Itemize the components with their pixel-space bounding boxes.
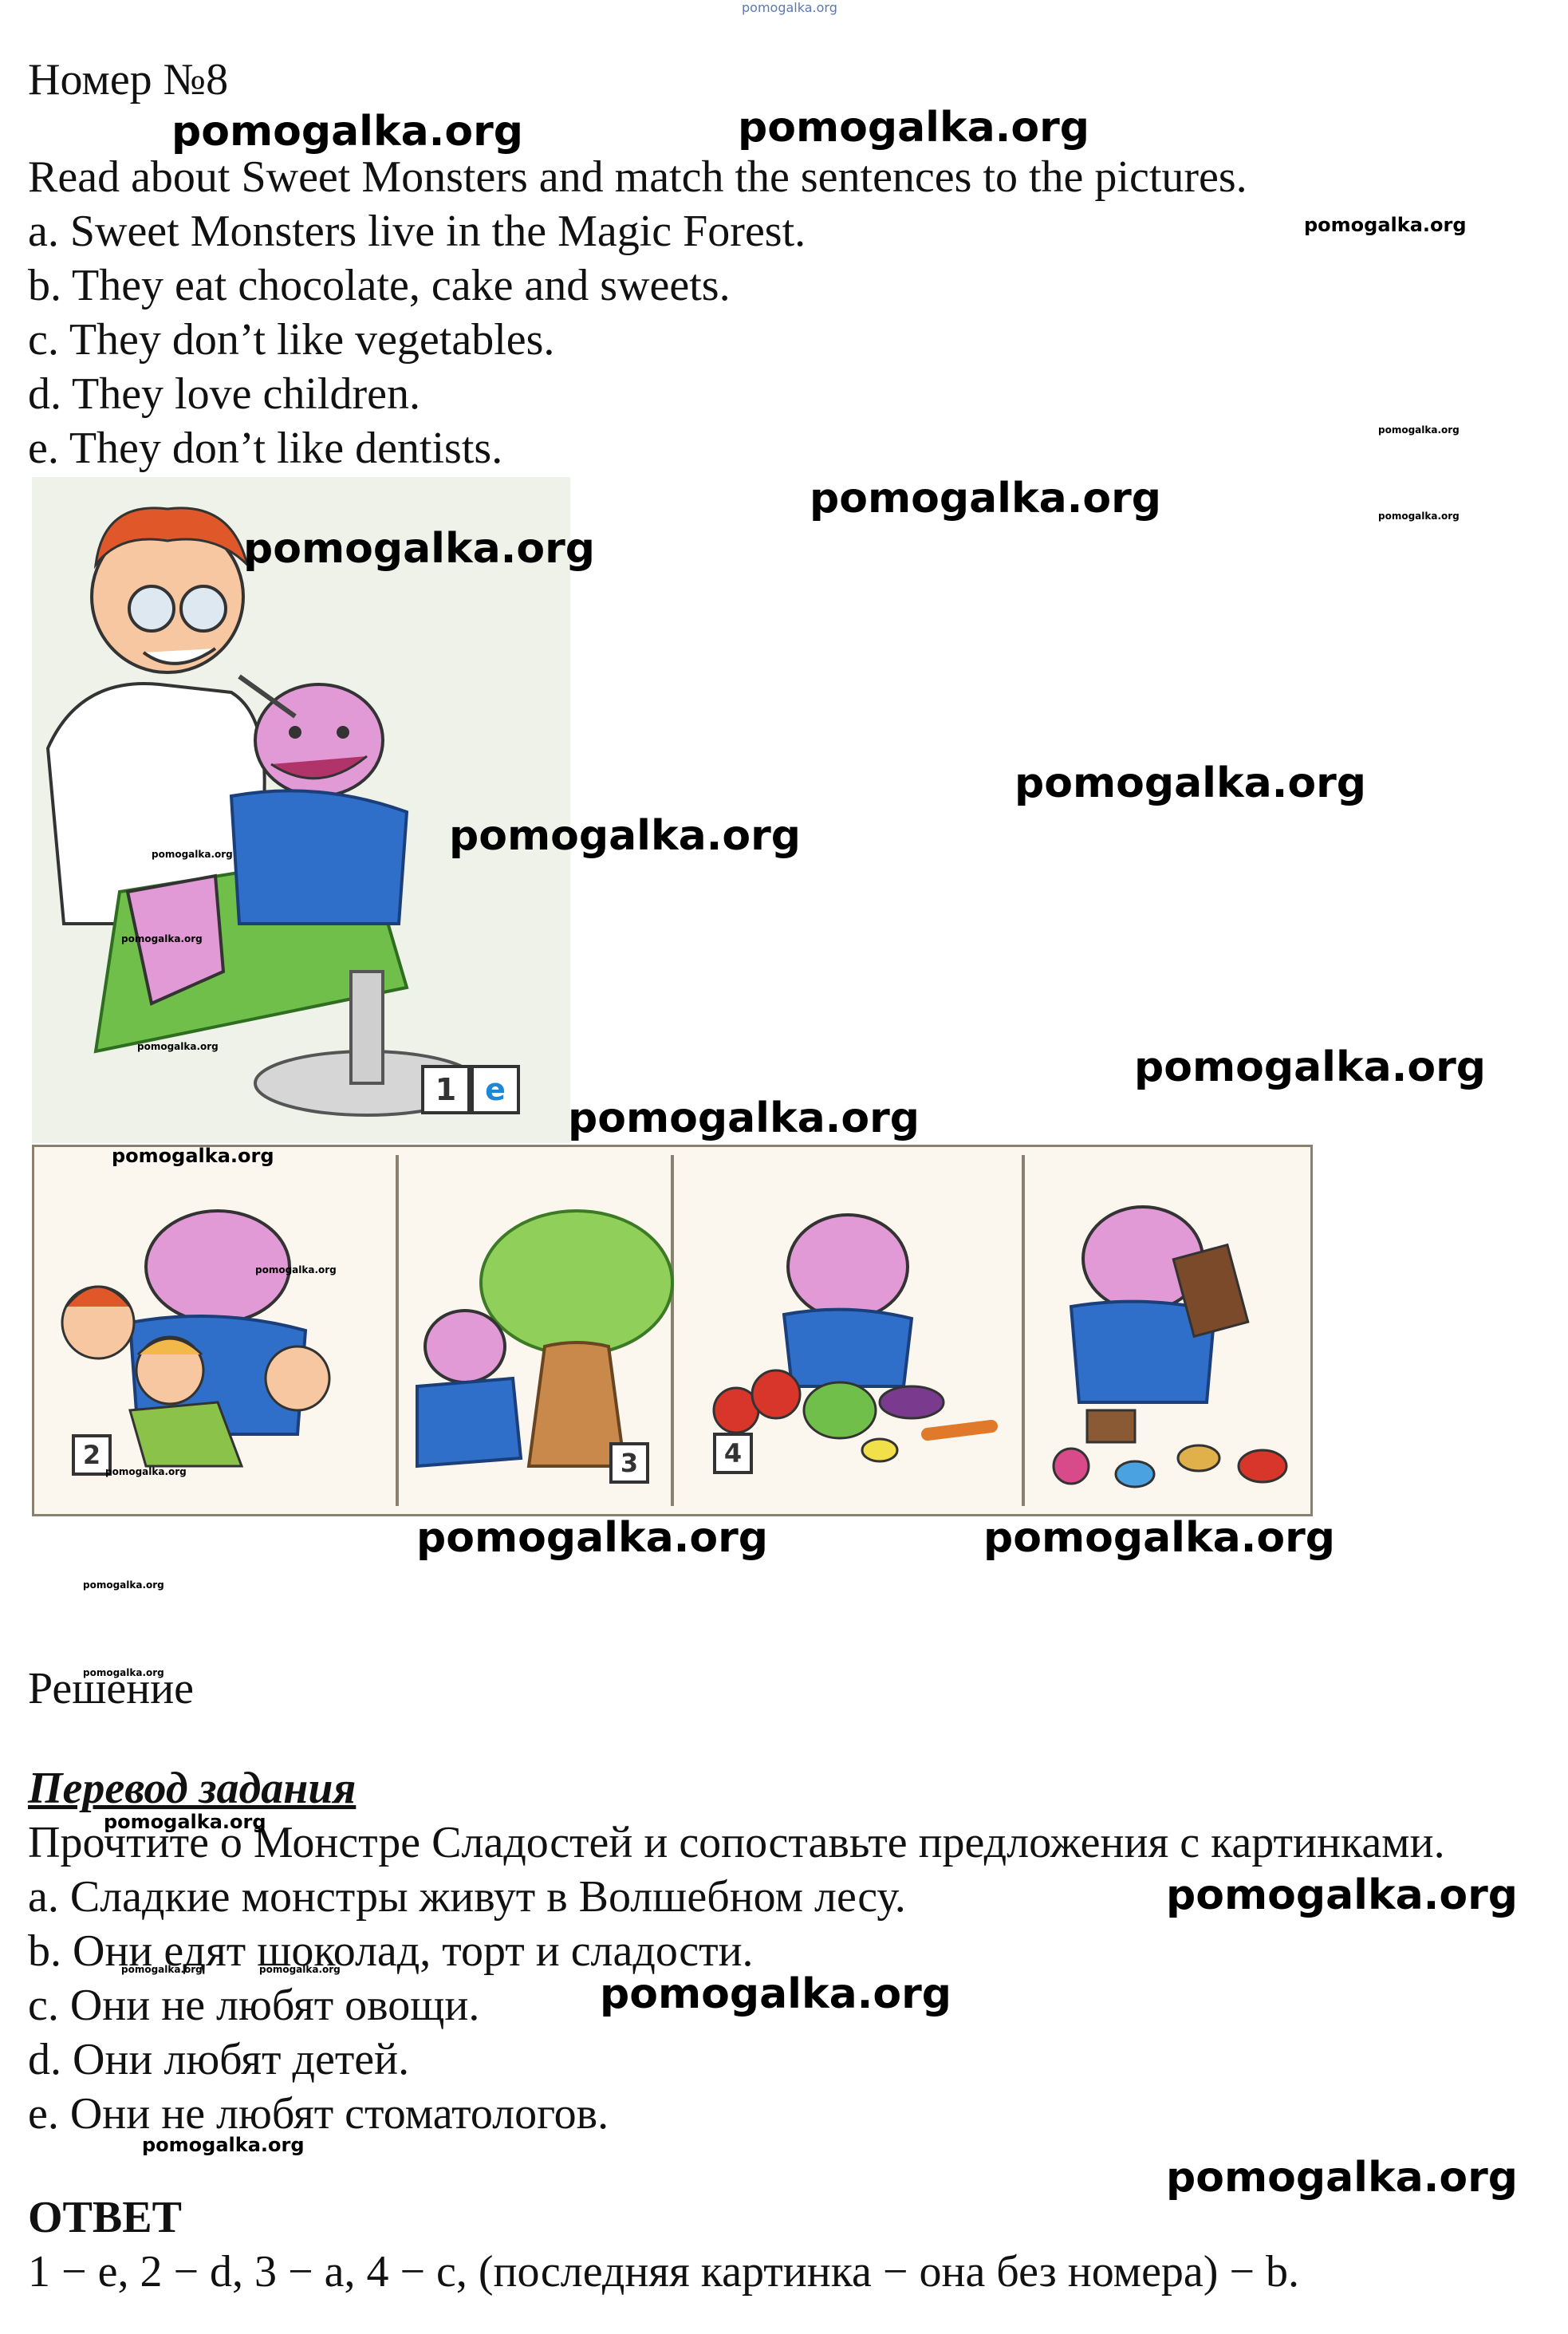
picture-dentist [32, 477, 570, 1143]
task-instruction: Read about Sweet Monsters and match the … [28, 152, 1247, 202]
translation-c: c. Они не любят овощи. [28, 1981, 480, 2030]
watermark: pomogalka.org [600, 1970, 952, 2018]
picture-1-number: 1 [421, 1065, 471, 1114]
answer-heading: ОТВЕТ [28, 2193, 182, 2242]
watermark: pomogalka.org [259, 1964, 341, 1975]
watermark: pomogalka.org [983, 1514, 1336, 1562]
watermark: pomogalka.org [1166, 1871, 1519, 1919]
picture-3-number: 3 [609, 1442, 649, 1484]
watermark: pomogalka.org [1166, 2154, 1519, 2202]
translation-instruction: Прочтите о Монстре Сладостей и сопоставь… [28, 1818, 1445, 1867]
picture-book [32, 1145, 1313, 1516]
watermark: pomogalka.org [810, 475, 1162, 522]
sentence-d: d. They love children. [28, 369, 420, 419]
watermark: pomogalka.org [105, 1466, 187, 1477]
watermark: pomogalka.org [1014, 759, 1367, 807]
watermark: pomogalka.org [243, 525, 596, 573]
watermark: pomogalka.org [121, 1964, 203, 1975]
watermark: pomogalka.org [137, 1041, 219, 1052]
watermark: pomogalka.org [142, 2134, 305, 2156]
picture-1-answer: e [471, 1065, 520, 1114]
translation-heading: Перевод задания [28, 1764, 357, 1813]
sentence-e: e. They don’t like dentists. [28, 424, 503, 473]
translation-e: e. Они не любят стоматологов. [28, 2089, 609, 2139]
watermark: pomogalka.org [152, 849, 233, 860]
sentence-c: c. They don’t like vegetables. [28, 315, 555, 365]
watermark: pomogalka.org [104, 1811, 266, 1833]
translation-b: b. Они едят шоколад, торт и сладости. [28, 1926, 754, 1976]
watermark: pomogalka.org [738, 104, 1090, 152]
watermark: pomogalka.org [742, 0, 837, 15]
watermark: pomogalka.org [171, 108, 524, 156]
watermark: pomogalka.org [449, 812, 802, 860]
watermark: pomogalka.org [1304, 214, 1467, 236]
watermark: pomogalka.org [121, 933, 203, 944]
watermark: pomogalka.org [1378, 511, 1460, 522]
picture-4-number: 4 [713, 1433, 753, 1474]
watermark: pomogalka.org [568, 1094, 920, 1142]
watermark: pomogalka.org [1378, 424, 1460, 436]
watermark: pomogalka.org [1134, 1043, 1487, 1091]
sentence-a: a. Sweet Monsters live in the Magic Fore… [28, 207, 806, 256]
task-number: Номер №8 [28, 55, 229, 104]
watermark: pomogalka.org [255, 1264, 337, 1275]
sentence-b: b. They eat chocolate, cake and sweets. [28, 261, 731, 310]
watermark: pomogalka.org [416, 1514, 769, 1562]
picture-2-number: 2 [72, 1434, 112, 1476]
watermark: pomogalka.org [83, 1667, 164, 1678]
watermark: pomogalka.org [112, 1145, 274, 1167]
watermark: pomogalka.org [83, 1579, 164, 1591]
answer-text: 1 − e, 2 − d, 3 − a, 4 − c, (последняя к… [28, 2247, 1300, 2297]
translation-a: a. Сладкие монстры живут в Волшебном лес… [28, 1872, 906, 1922]
solution-heading: Решение [28, 1664, 195, 1713]
translation-d: d. Они любят детей. [28, 2035, 410, 2084]
